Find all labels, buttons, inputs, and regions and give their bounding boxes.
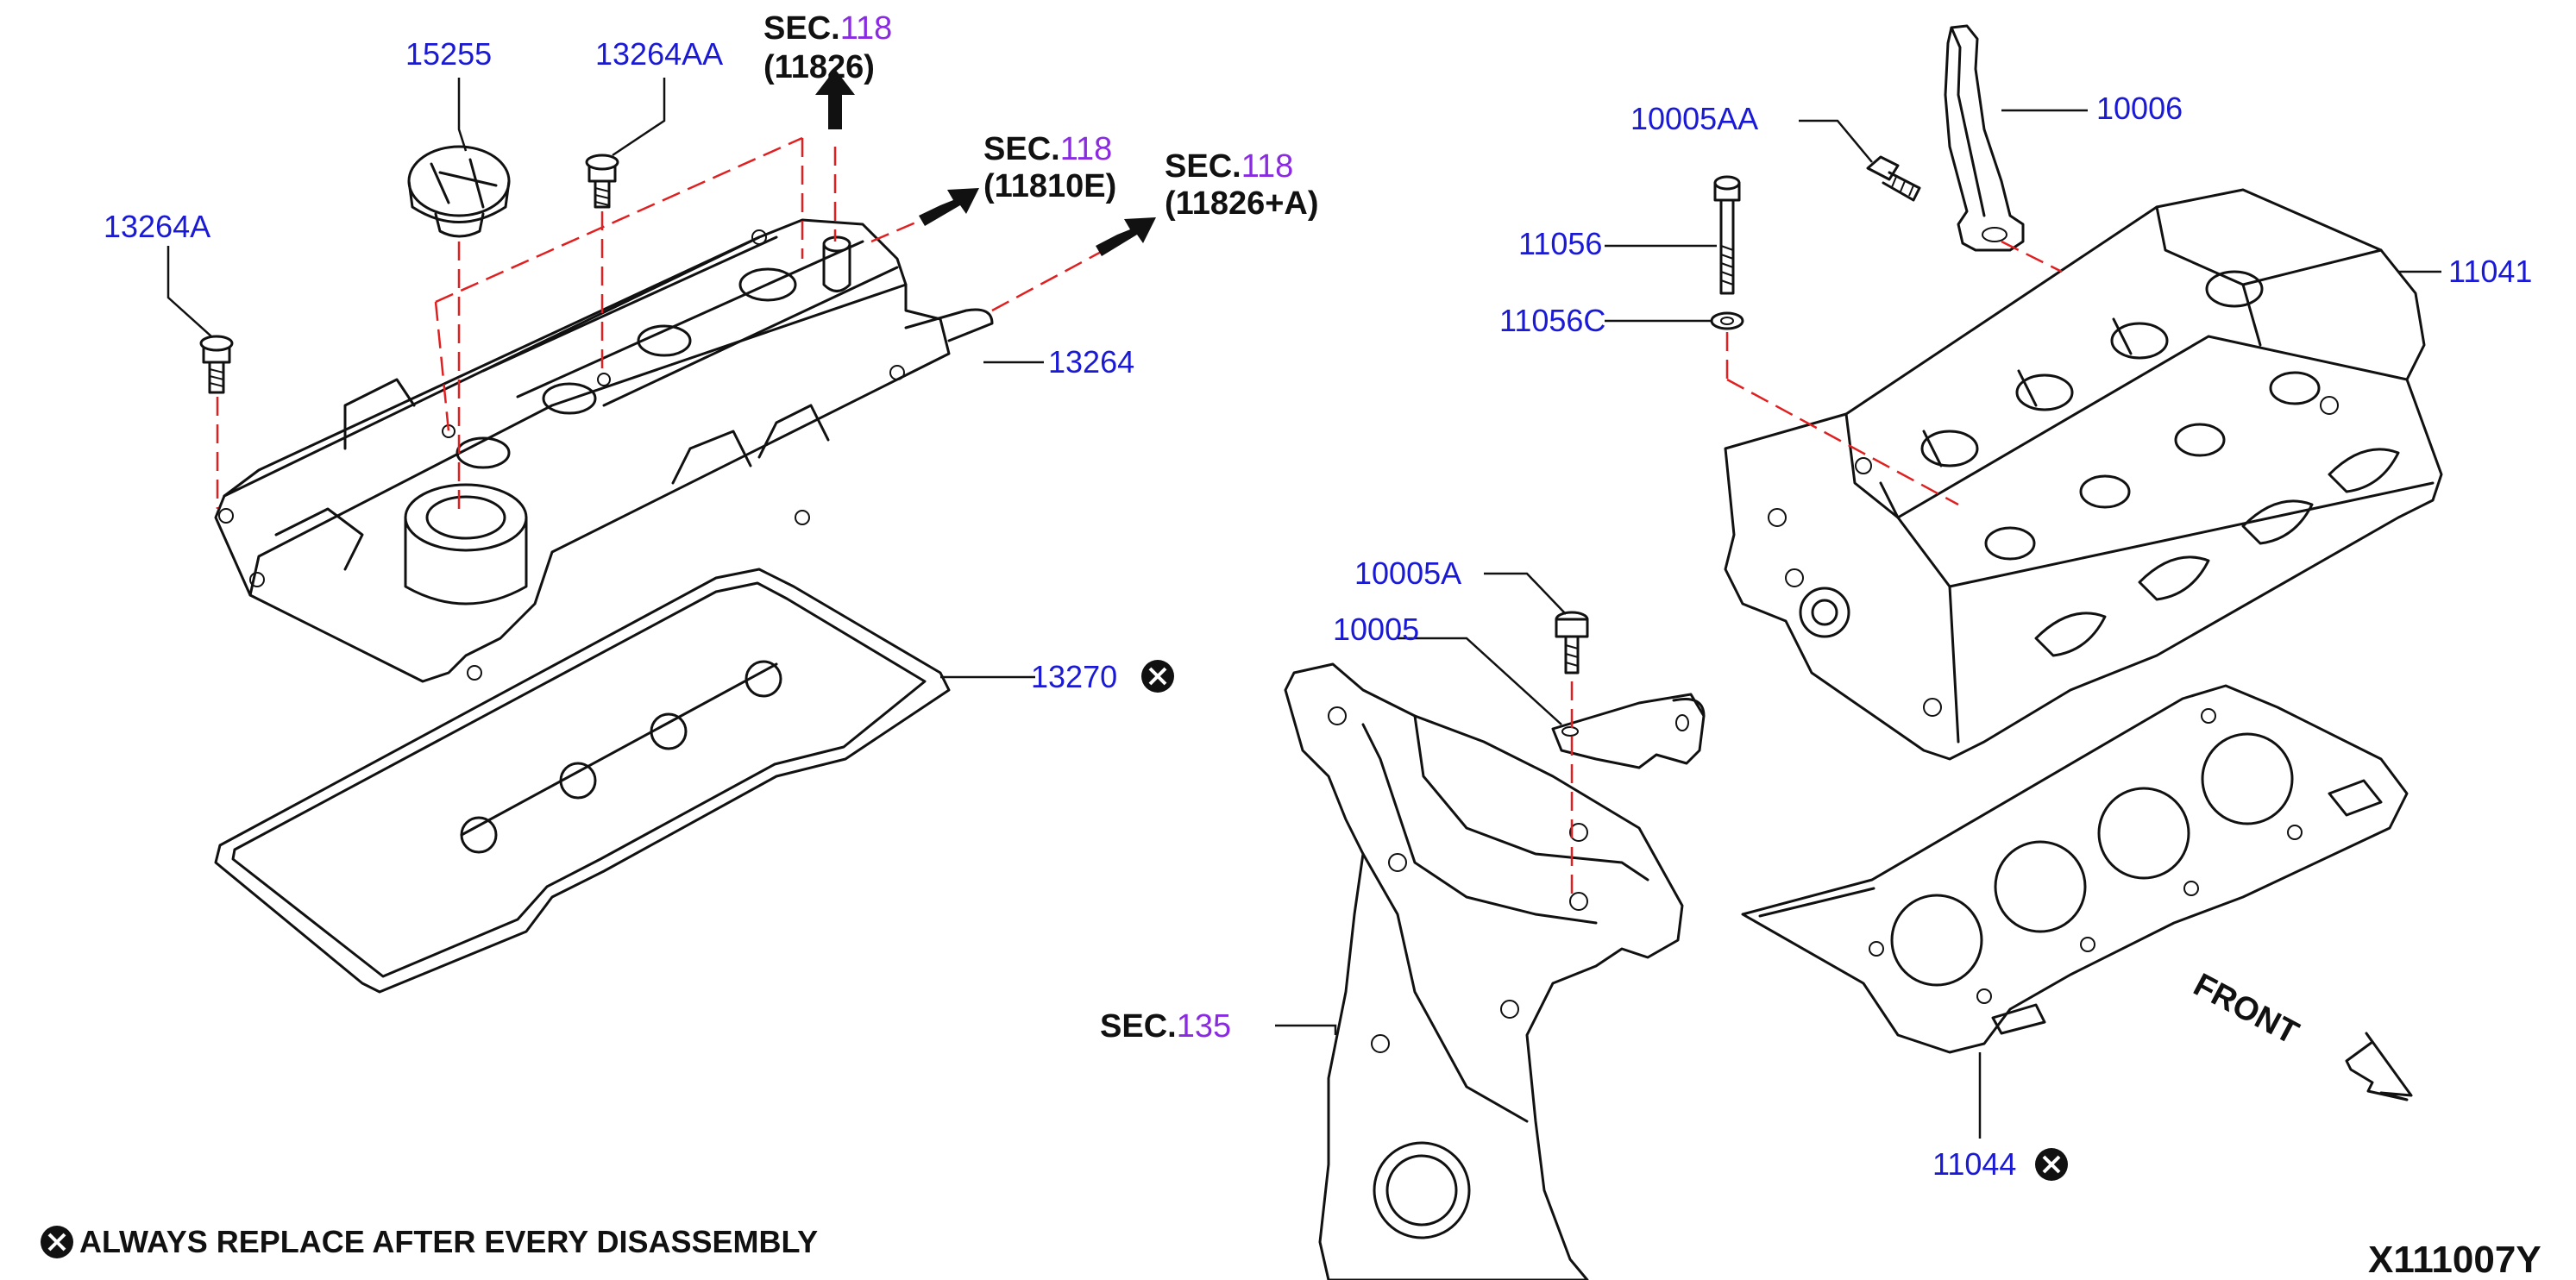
section-label-3: SEC.118 — [1165, 148, 1293, 185]
bolt-13264A-drawing — [199, 335, 234, 394]
head-bolt-11056-drawing — [1713, 175, 1741, 295]
arrow-right-icon — [1096, 217, 1156, 256]
section-ref-2: (11810E) — [983, 168, 1116, 204]
section-ref-1: (11826) — [763, 49, 875, 85]
part-label-15255: 15255 — [405, 36, 492, 72]
replace-note: ALWAYS REPLACE AFTER EVERY DISASSEMBLY — [79, 1224, 818, 1259]
section-label-4: SEC.135 — [1100, 1008, 1231, 1045]
bracket-10006-drawing — [1944, 24, 2025, 252]
part-label-11044: 11044 — [1932, 1146, 2016, 1182]
part-label-11056: 11056 — [1518, 226, 1602, 261]
head-gasket-drawing — [1741, 684, 2409, 1054]
alignment-lines — [216, 136, 2063, 897]
leader-lines — [166, 78, 2441, 1139]
part-label-11041: 11041 — [2448, 254, 2532, 289]
cylinder-head-drawing — [1724, 188, 2443, 761]
part-label-10005: 10005 — [1333, 612, 1419, 647]
section-label-1: SEC.118 — [763, 10, 892, 47]
arrow-up-icon — [815, 69, 855, 129]
part-label-11056C: 11056C — [1499, 303, 1605, 338]
part-label-13270: 13270 — [1031, 659, 1117, 694]
part-label-13264A: 13264A — [104, 209, 210, 244]
valve-cover-drawing — [214, 218, 994, 683]
front-label: FRONT — [2188, 967, 2304, 1052]
replace-symbol-icon — [41, 1226, 73, 1258]
section-label-2: SEC.118 — [983, 131, 1112, 167]
replace-symbol-icon — [2035, 1148, 2068, 1181]
front-arrow-icon — [2345, 1032, 2413, 1101]
front-cover-drawing — [1284, 662, 1684, 1280]
valve-cover-gasket-drawing — [214, 568, 951, 994]
part-label-10006: 10006 — [2096, 91, 2183, 126]
bracket-10005-drawing — [1551, 693, 1706, 769]
part-label-10005A: 10005A — [1354, 555, 1461, 591]
diagram-code: X111007Y — [2368, 1239, 2541, 1280]
part-label-13264: 13264 — [1048, 344, 1134, 380]
bolt-10005AA-drawing — [1866, 155, 1921, 202]
part-label-13264AA: 13264AA — [595, 36, 723, 72]
section-arrows — [815, 69, 2413, 1101]
section-ref-3: (11826+A) — [1165, 185, 1319, 222]
washer-11056C-drawing — [1710, 311, 1744, 330]
bolt-10005A-drawing — [1555, 611, 1589, 675]
oil-filler-cap-drawing — [407, 145, 511, 238]
arrow-right-icon — [919, 188, 979, 226]
replace-symbol-icon — [1141, 660, 1174, 693]
bolt-13264AA-drawing — [585, 154, 619, 209]
part-label-10005AA: 10005AA — [1630, 101, 1758, 136]
